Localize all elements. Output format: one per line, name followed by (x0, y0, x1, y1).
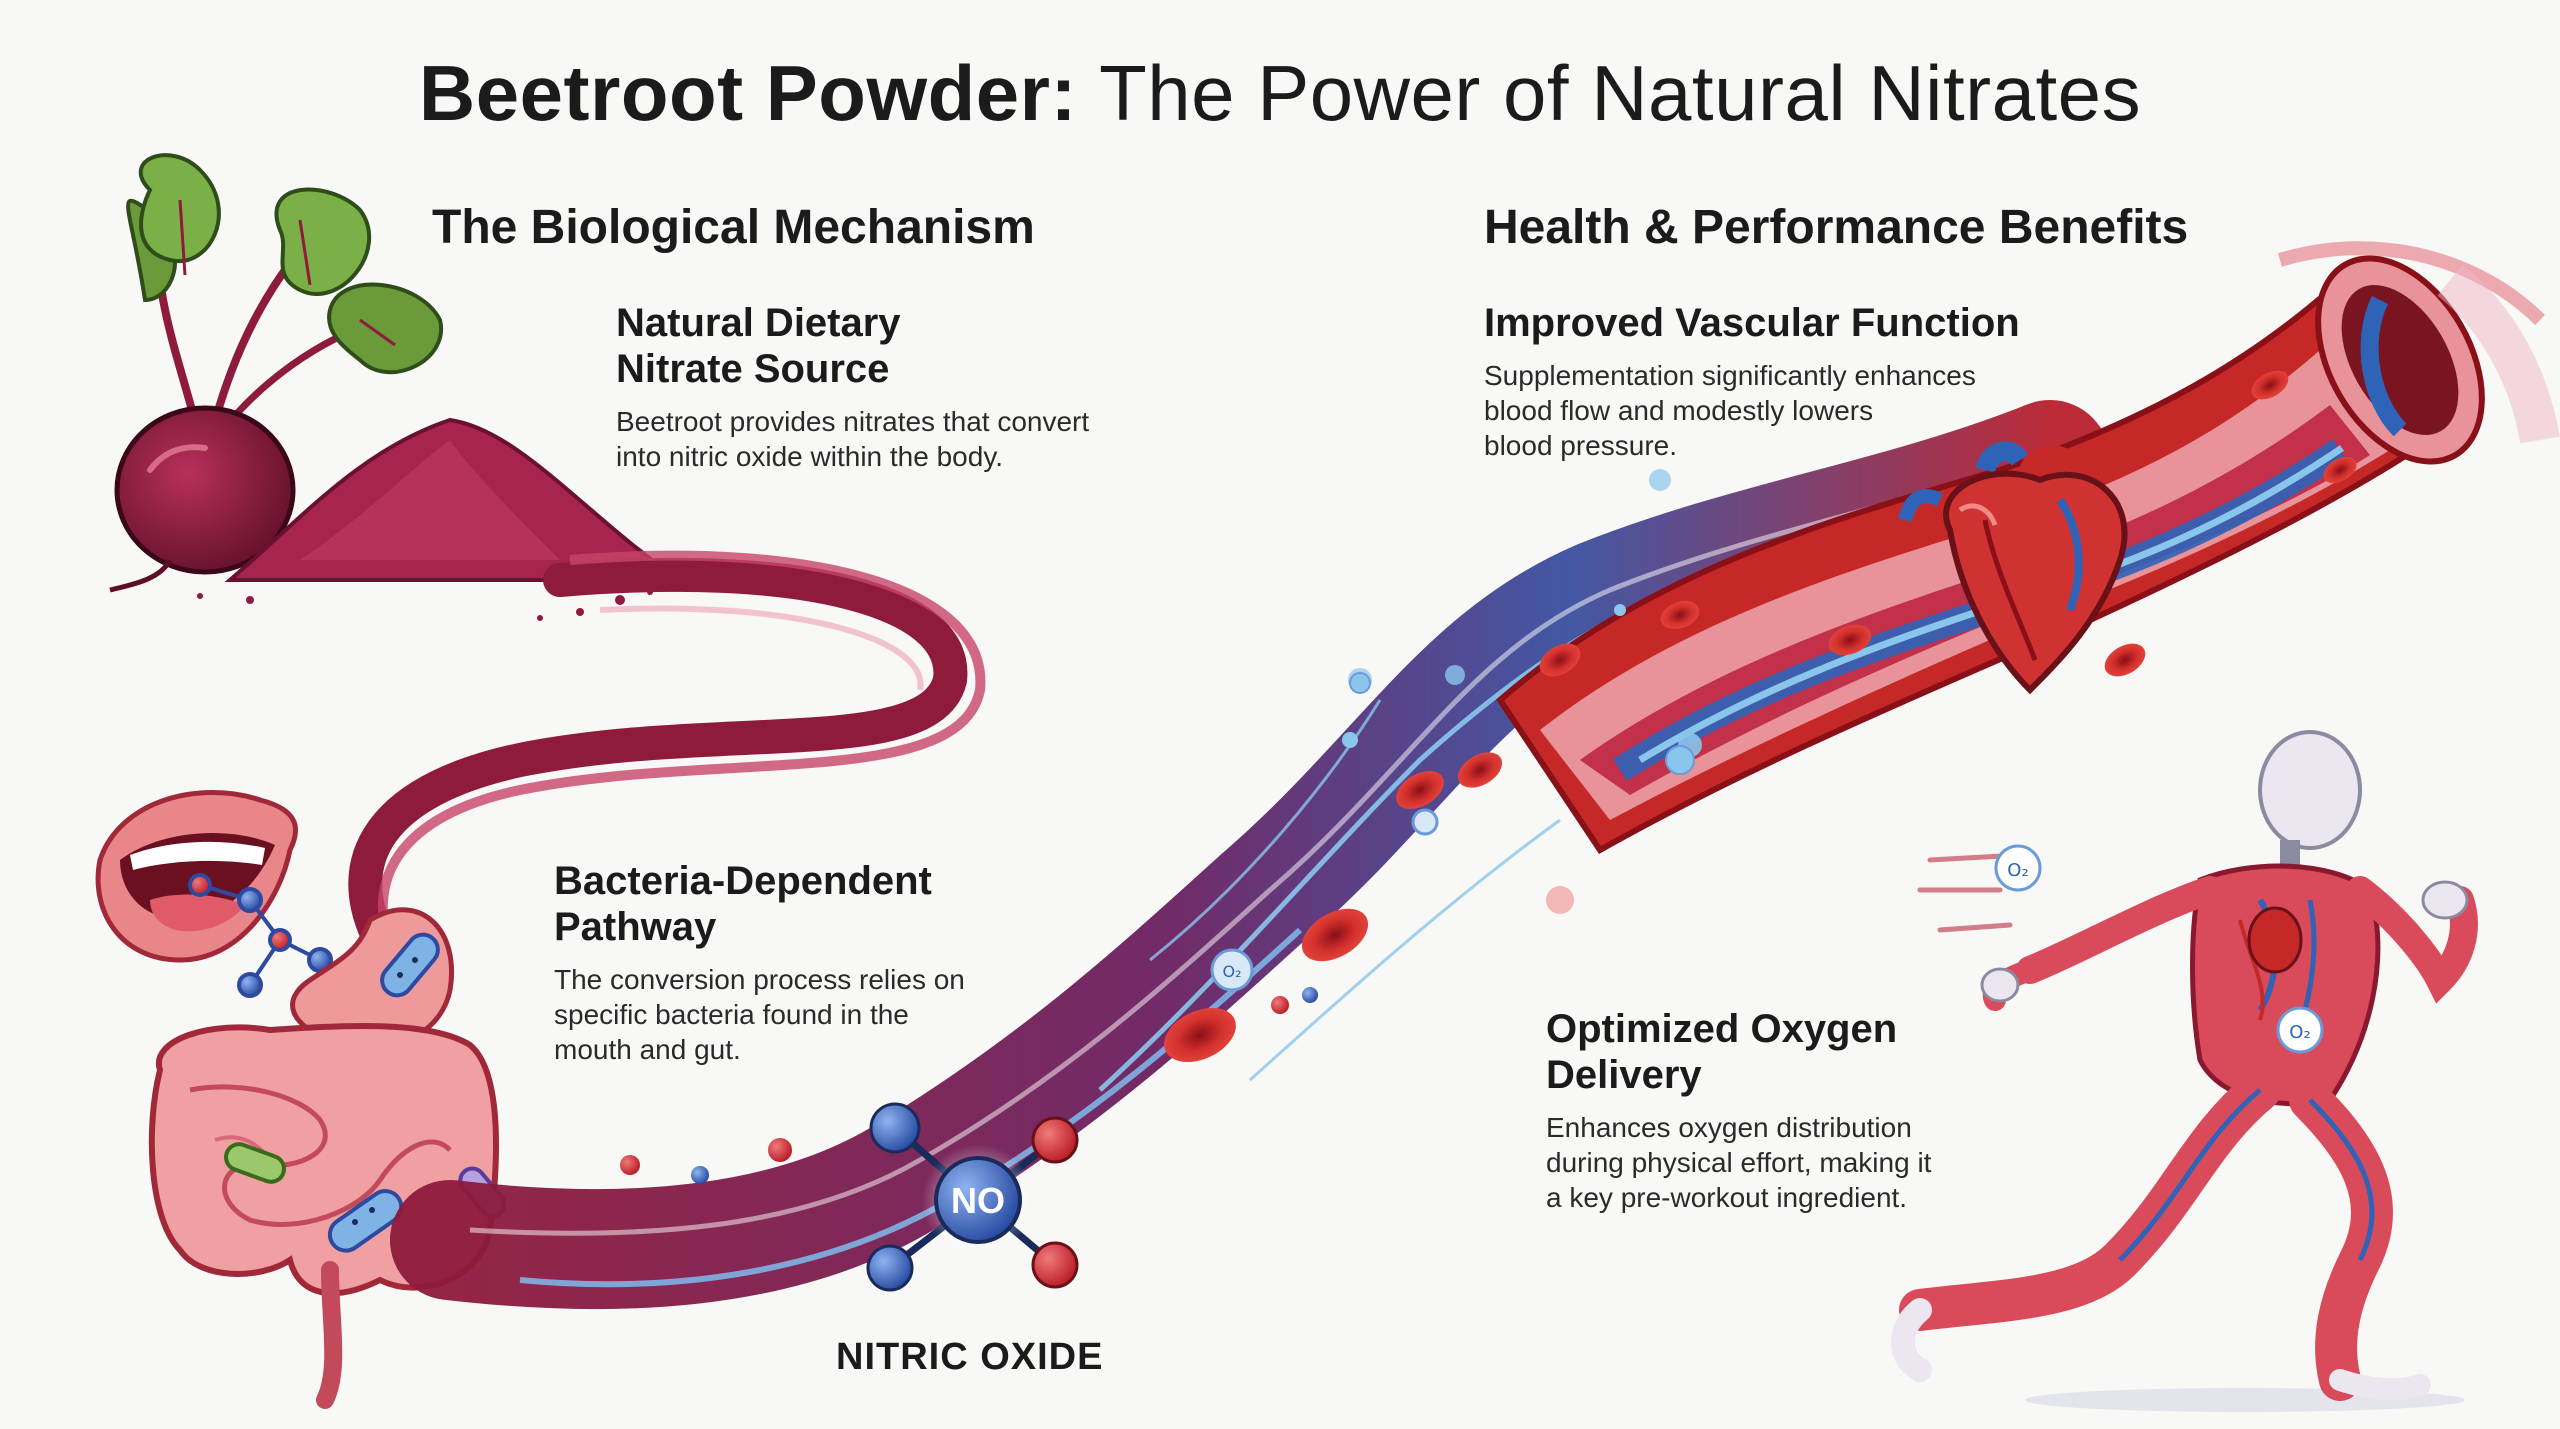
svg-text:O₂: O₂ (1222, 962, 1241, 981)
bacteria-heading-2: Pathway (554, 905, 717, 949)
nitrate-chain (188, 873, 333, 998)
runner-icon (1891, 730, 2478, 1412)
oxygen-text-3: a key pre-workout ingredient. (1546, 1182, 1908, 1213)
nitrate-source-text-2: into nitric oxide within the body. (616, 441, 1004, 472)
bacteria-text-2: specific bacteria found in the (554, 999, 909, 1030)
nitrate-source-heading-1: Natural Dietary (616, 301, 901, 345)
page-title: Beetroot Powder: The Power of Natural Ni… (0, 48, 2560, 138)
blood-cells (1164, 370, 2357, 1063)
block-bacteria: Bacteria-Dependent Pathway The conversio… (554, 858, 1054, 1067)
heart-icon (1898, 441, 2128, 695)
section-heading-mechanism: The Biological Mechanism (432, 201, 1035, 254)
beetroot-icon (109, 153, 444, 593)
flow-ribbon (348, 550, 986, 963)
oxygen-text-1: Enhances oxygen distribution (1546, 1112, 1912, 1143)
oxygen-text-2: during physical effort, making it (1546, 1147, 1932, 1178)
svg-text:O₂: O₂ (2007, 860, 2028, 881)
bacteria-text-3: mouth and gut. (554, 1034, 741, 1065)
vascular-text-1: Supplementation significantly enhances (1484, 360, 1976, 391)
vascular-text-2: blood flow and modestly lowers (1484, 395, 1874, 426)
nitric-oxide-label: NITRIC OXIDE (836, 1336, 1104, 1378)
vascular-heading: Improved Vascular Function (1484, 301, 2020, 345)
block-oxygen: Optimized Oxygen Delivery Enhances oxyge… (1546, 1006, 2026, 1215)
title-bold: Beetroot Powder: (418, 49, 1077, 137)
bacteria-icon (224, 932, 507, 1253)
o2-bubble-icon: O₂ O₂ O₂ (1210, 672, 2324, 1054)
oxygen-heading-2: Delivery (1546, 1053, 1702, 1097)
no-molecule-icon: NO (866, 1102, 1079, 1292)
block-vascular: Improved Vascular Function Supplementati… (1484, 300, 2104, 463)
oxygen-heading-1: Optimized Oxygen (1546, 1007, 1898, 1051)
section-heading-benefits: Health & Performance Benefits (1484, 201, 2189, 254)
vascular-text-3: blood pressure. (1484, 430, 1678, 461)
svg-text:O₂: O₂ (2289, 1022, 2310, 1043)
bacteria-text-1: The conversion process relies on (554, 964, 965, 995)
nitrate-source-text-1: Beetroot provides nitrates that convert (616, 406, 1090, 437)
title-rest: The Power of Natural Nitrates (1099, 49, 2142, 137)
block-nitrate-source: Natural Dietary Nitrate Source Beetroot … (616, 300, 1176, 474)
powder-pile-icon (197, 417, 687, 621)
nitrate-source-heading-2: Nitrate Source (616, 347, 890, 391)
no-symbol: NO (951, 1180, 1005, 1221)
bacteria-heading-1: Bacteria-Dependent (554, 859, 932, 903)
